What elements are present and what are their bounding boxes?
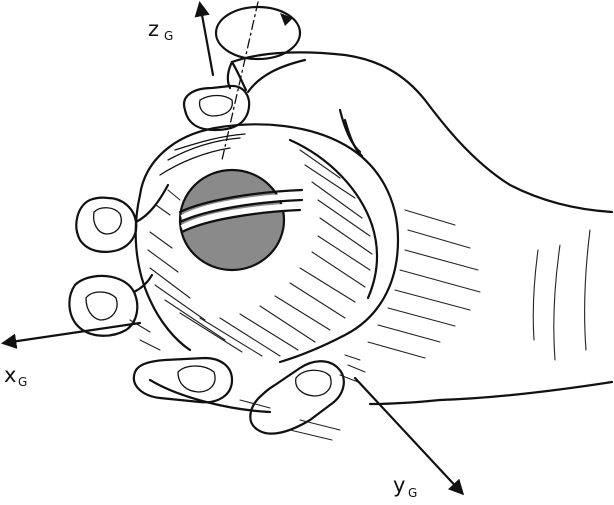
- x-axis-subscript: G: [18, 375, 27, 389]
- little-finger: [250, 361, 343, 433]
- y-axis-subscript: G: [408, 486, 417, 500]
- palm-hatching: [368, 210, 590, 360]
- y-axis-label: y G: [393, 473, 417, 500]
- thumb: [184, 60, 305, 130]
- y-axis-arrow: [355, 378, 462, 493]
- z-axis-arrow: [200, 4, 213, 75]
- z-axis-label: z G: [148, 17, 173, 43]
- z-axis: [200, 2, 300, 160]
- x-axis-label: x G: [4, 363, 27, 389]
- contact-hatching: [130, 320, 365, 440]
- z-axis-letter: z: [148, 17, 159, 41]
- x-axis-letter: x: [4, 363, 16, 387]
- z-axis-subscript: G: [164, 29, 173, 43]
- rotation-ellipse: [216, 7, 300, 59]
- index-finger: [76, 185, 168, 252]
- y-axis-letter: y: [393, 473, 405, 497]
- sphere-cap: [180, 170, 302, 270]
